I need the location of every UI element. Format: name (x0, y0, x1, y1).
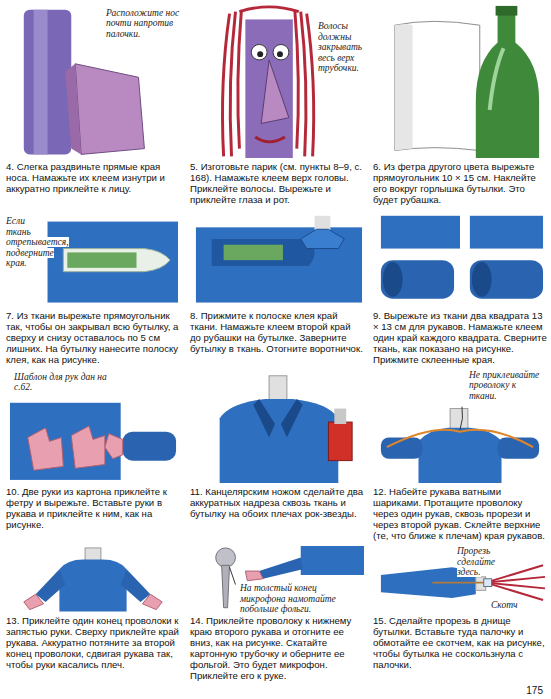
step-caption: 11. Канцелярским ножом сделайте два акку… (190, 486, 364, 519)
step-caption: 6. Из фетра другого цвета вырежьте прямо… (373, 161, 547, 205)
sleeve (470, 260, 543, 299)
microphone-stick (222, 566, 230, 608)
step-caption: 4. Слегка раздвиньте прямые края носа. Н… (6, 161, 180, 194)
mouth (255, 137, 285, 142)
neck (85, 548, 101, 561)
callout-note: Скотч (491, 600, 531, 611)
nose (75, 64, 144, 155)
callout-note: Расположите нос почти напротив палочки. (106, 8, 180, 40)
step-caption: 13. Приклейте один конец проволоки к зап… (6, 615, 180, 670)
hand (142, 595, 162, 610)
callout-note: Если ткань отрепывается, подверните края… (6, 216, 46, 269)
tube (24, 10, 71, 155)
tube-shade (34, 10, 48, 155)
blade (334, 408, 346, 423)
eye (251, 44, 267, 59)
callout-note: Шаблон для рук дан на с.62. (14, 372, 110, 393)
callout-note: Волосы должны закрывать весь верх трубоч… (318, 21, 366, 74)
fabric (196, 228, 362, 303)
sleeve (259, 558, 303, 579)
collar (301, 230, 345, 249)
wire-illustration (373, 370, 547, 484)
sleeve (121, 570, 151, 603)
hand (71, 426, 105, 468)
arms-illustration (6, 546, 180, 612)
face (245, 19, 292, 158)
sleeves-illustration (373, 210, 547, 306)
page-number: 175 (526, 685, 543, 696)
square (381, 216, 460, 249)
step-caption: 5. Изготовьте парик (см. пункты 8–9, с. … (190, 161, 364, 205)
step-caption: 10. Две руки из картона приклейте к фетр… (6, 486, 180, 530)
bottle-cap (496, 6, 518, 16)
jacket (220, 399, 339, 484)
roll (212, 239, 315, 266)
nose (261, 60, 289, 124)
nose-edge (65, 64, 81, 155)
wrap-illustration (190, 210, 364, 306)
callout-note: Прорезь сделайте здесь. (457, 546, 517, 578)
wire (387, 429, 533, 446)
sleeve-end (383, 262, 403, 297)
bottle (476, 12, 539, 159)
sleeve (381, 260, 454, 299)
lapel (253, 399, 302, 438)
step-caption: 7. Из ткани вырежьте прямоугольник так, … (6, 310, 180, 365)
glare (490, 48, 504, 110)
leader-line (230, 568, 236, 585)
tape (484, 579, 492, 587)
hands-illustration (6, 370, 180, 484)
knife (328, 422, 352, 461)
bottle (63, 249, 170, 272)
jacket (301, 546, 364, 575)
leader-line (460, 406, 463, 429)
felt (395, 21, 480, 150)
microphone-head (216, 548, 236, 567)
step-caption: 15. Сделайте прорезь в днище бутылки. Вс… (373, 615, 547, 670)
eye (273, 44, 289, 59)
bottle (224, 245, 283, 260)
pupil (257, 51, 263, 57)
sleeve (123, 431, 176, 460)
hand (245, 571, 263, 581)
pupil (277, 51, 283, 57)
sleeve-end (472, 262, 492, 297)
step-caption: 8. Прижмите к полоске клея край ткани. Н… (190, 310, 364, 354)
felt-shade (395, 24, 413, 150)
step-caption: 9. Вырежьте из ткани два квадрата 13 × 1… (373, 310, 547, 365)
felt (10, 402, 121, 479)
callout-note: На толстый конец микрофона намотайте поб… (240, 583, 360, 615)
cut-illustration (190, 370, 364, 484)
fabric (48, 222, 179, 303)
callout-note: Не приклеивайте проволоку к ткани. (469, 370, 545, 402)
glue-strip (67, 253, 136, 268)
jacket (59, 560, 126, 612)
hand (24, 595, 44, 610)
step-caption: 14. Приклейте проволоку к нижнему краю в… (190, 615, 364, 681)
shirt-illustration (373, 4, 547, 158)
square (470, 216, 543, 249)
step-caption: 12. Набейте рукава ватными шариками. Про… (373, 486, 547, 541)
hand (28, 428, 64, 470)
hair (486, 566, 545, 601)
sleeve (36, 570, 66, 603)
jacket (418, 428, 501, 484)
stick (432, 582, 491, 584)
hand (105, 433, 123, 458)
fabric-illustration (6, 210, 180, 306)
